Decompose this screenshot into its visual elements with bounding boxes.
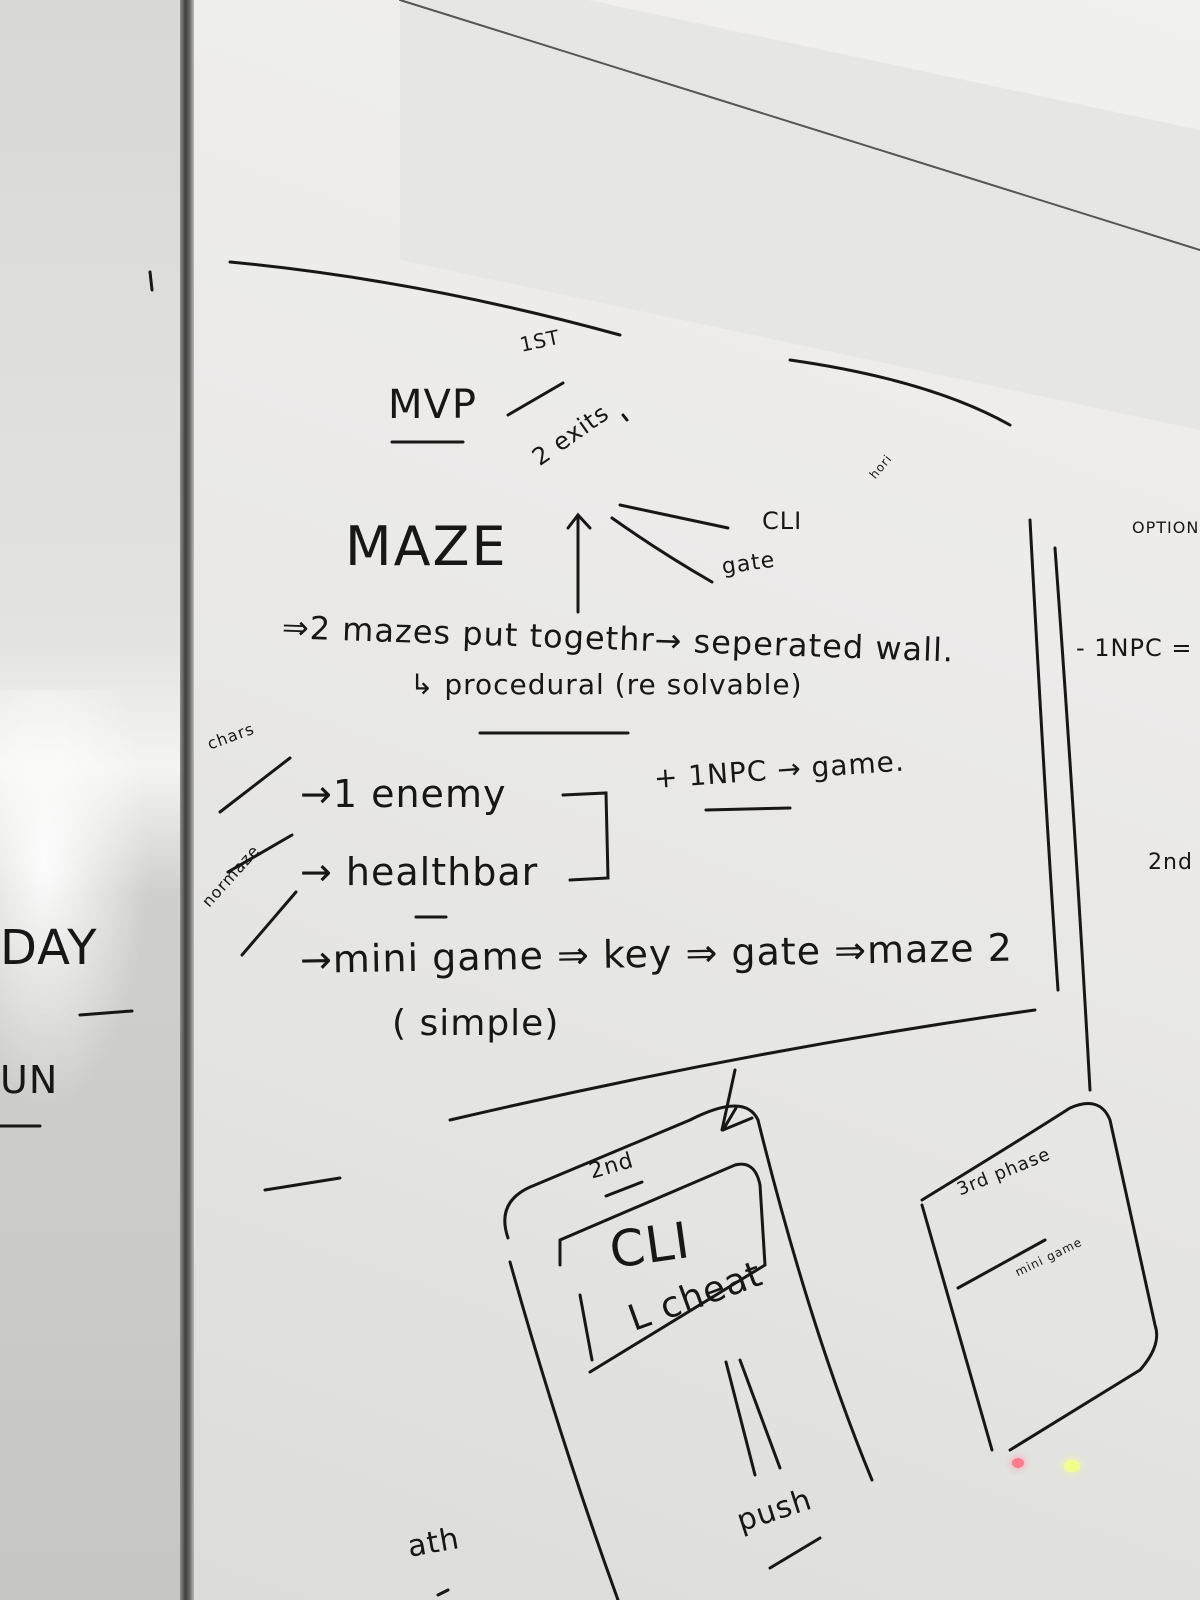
healthbar-line: → healthbar (300, 850, 539, 894)
second-phase-cli: CLI (605, 1211, 694, 1280)
day-text: DAY (0, 920, 98, 976)
enemy-line: →1 enemy (300, 772, 507, 816)
mvp-heading: MVP (388, 382, 477, 428)
right-npc-note: - 1NPC = (1076, 634, 1193, 662)
option-label: OPTION (1132, 518, 1200, 537)
right-second-note: 2nd (1148, 850, 1193, 875)
un-text: UN (0, 1058, 59, 1102)
maze-heading: MAZE (345, 515, 508, 578)
board-frame-divider (180, 0, 194, 1600)
simple-note: ( simple) (392, 1003, 560, 1044)
cli-note: CLI (762, 507, 803, 535)
procedural-line: ↳ procedural (re solvable) (410, 668, 803, 701)
light-glare (0, 690, 150, 1110)
red-light-reflection (1012, 1458, 1024, 1468)
yellow-light-reflection (1064, 1460, 1080, 1472)
